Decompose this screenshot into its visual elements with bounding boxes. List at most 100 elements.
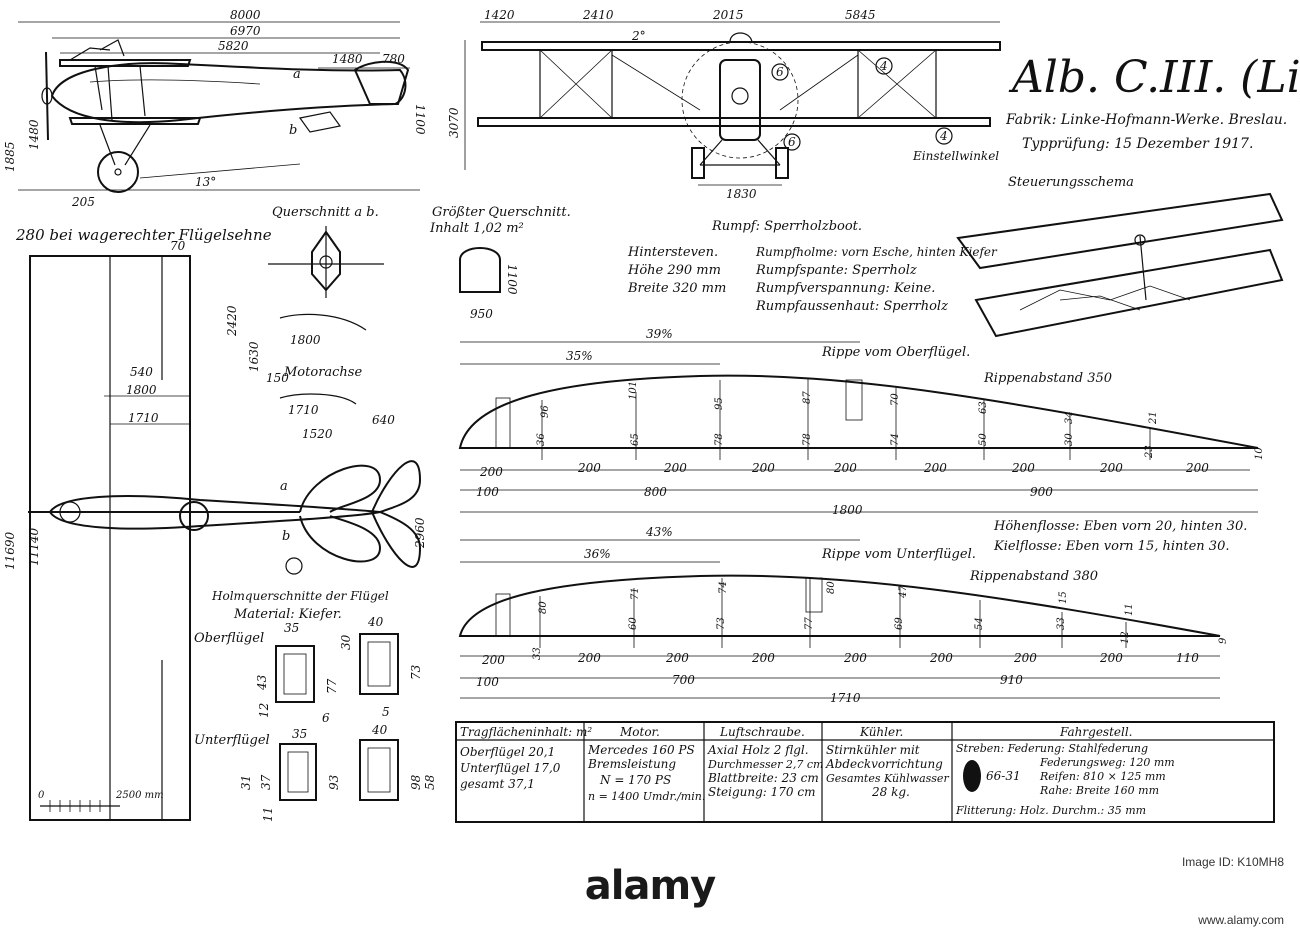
- rib-lo-s9: 110: [1176, 651, 1199, 665]
- motor-3: N = 170 PS: [599, 773, 671, 787]
- rib-up-h-10: 10: [1254, 447, 1265, 460]
- fuselage-specs: Rumpf: Sperrholzboot. Hintersteven. Höhe…: [627, 219, 998, 314]
- rib-upper-wing: 39% 35% Rippe vom Oberflügel. Rippenabst…: [458, 327, 1265, 517]
- callout-4a: 4: [879, 59, 888, 73]
- motorachse-label: Motorachse: [283, 365, 362, 380]
- spar-dim-35: 35: [284, 621, 299, 635]
- cooler-3: Gesamtes Kühlwasser: [826, 772, 949, 785]
- hoehenflosse: Höhenflosse: Eben vorn 20, hinten 30.: [993, 519, 1247, 534]
- area-unter: Unterflügel 17,0: [460, 761, 561, 775]
- scale-0: 0: [38, 790, 45, 801]
- dim-2420: 2420: [225, 305, 239, 337]
- rib-up-h-95: 95: [714, 397, 725, 410]
- rib-up-s9: 200: [1185, 461, 1209, 475]
- scale-2500: 2500 mm: [115, 790, 164, 801]
- title-block: Alb. C.III. (Li). Fabrik: Linke-Hofmann-…: [1005, 52, 1300, 190]
- spar-dim-35-lower: 35: [292, 727, 307, 741]
- hdr-kuehler: Kühler.: [859, 725, 903, 739]
- gear-4: Rahe: Breite 160 mm: [1039, 784, 1159, 797]
- hdr-tragflaechen: Tragflächeninhalt: m²: [460, 725, 592, 739]
- rumpfspante: Rumpfspante: Sperrholz: [755, 263, 917, 278]
- rib-lo-h-69: 69: [894, 617, 905, 630]
- dim-2960: 2960: [413, 517, 427, 549]
- dim-5820: 5820: [218, 39, 249, 53]
- pct-36: 36%: [584, 547, 611, 561]
- dim-1480-b: 1480: [27, 119, 41, 150]
- hdr-fahrgestell: Fahrgestell.: [1059, 725, 1133, 739]
- manufacturer: Fabrik: Linke-Hofmann-Werke. Breslau.: [1005, 112, 1287, 128]
- rib-up-s10: 100: [476, 485, 499, 499]
- rib-lo-h-73: 73: [716, 617, 727, 630]
- dim-1885: 1885: [3, 141, 17, 172]
- breite-320: Breite 320 mm: [627, 281, 726, 296]
- kielflosse: Kielflosse: Eben vorn 15, hinten 30.: [993, 539, 1229, 554]
- rib-up-h-74: 74: [890, 433, 901, 446]
- spar-dim-73: 73: [409, 664, 423, 680]
- rib-lo-total: 1710: [830, 691, 861, 705]
- spar-dim-43: 43: [255, 674, 269, 691]
- dim-2015: 2015: [712, 8, 744, 22]
- prop-2: Durchmesser 2,7 cm: [707, 758, 823, 771]
- dihedral-2deg: 2°: [631, 29, 646, 43]
- strut-profile-icon: [963, 760, 981, 792]
- rib-lower-spacing: Rippenabstand 380: [969, 569, 1098, 584]
- motor-2: Bremsleistung: [587, 757, 676, 771]
- dim-1100: 1100: [413, 104, 427, 135]
- rib-lo-s3: 200: [665, 651, 689, 665]
- front-view: 1420 2410 2015 5845 3070 1830 2°: [447, 8, 1001, 201]
- groesster-querschnitt-label: Größter Querschnitt.: [432, 205, 571, 220]
- rib-lo-100: 100: [476, 675, 499, 689]
- rib-lo-s5: 200: [843, 651, 867, 665]
- rib-up-s1: 200: [479, 465, 503, 479]
- holm-material: Material: Kiefer.: [233, 607, 342, 622]
- rib-upper-title: Rippe vom Oberflügel.: [821, 345, 970, 360]
- dim-1710-plan: 1710: [128, 411, 159, 425]
- dim-1800-plan: 1800: [126, 383, 157, 397]
- spar-dim-12: 12: [257, 703, 271, 718]
- section-b-plan: b: [282, 529, 290, 544]
- dim-2410: 2410: [582, 8, 614, 22]
- strut-label: 66-31: [986, 769, 1021, 783]
- gear-1: Streben: Federung: Stahlfederung: [956, 742, 1148, 755]
- spar-dim-93: 93: [327, 774, 341, 790]
- einstellwinkel-label: Einstellwinkel: [912, 149, 999, 163]
- prop-3: Blattbreite: 23 cm: [707, 771, 819, 785]
- rib-up-h-30: 30: [1064, 433, 1075, 446]
- rib-lo-h-47: 47: [898, 585, 909, 599]
- tail-surfaces-notes: Höhenflosse: Eben vorn 20, hinten 30. Ki…: [993, 519, 1247, 554]
- stock-logo: alamy: [584, 863, 716, 909]
- rib-lo-h-80b: 80: [826, 581, 837, 594]
- dim-6970: 6970: [230, 24, 261, 38]
- dim-205: 205: [71, 195, 95, 209]
- rib-lo-s1: 200: [481, 653, 505, 667]
- rib-up-sub-800: 800: [644, 485, 667, 499]
- dim-640: 640: [372, 413, 395, 427]
- querschnitt-ab-label: Querschnitt a b.: [272, 205, 379, 220]
- gear-2: Federungsweg: 120 mm: [1039, 756, 1175, 769]
- dim-150: 150: [266, 371, 289, 385]
- dim-1800-motor: 1800: [290, 333, 321, 347]
- rib-lower-wing: 43% 36% Rippe vom Unterflügel. Rippenabs…: [458, 525, 1229, 705]
- stock-url: www.alamy.com: [1198, 913, 1284, 927]
- rib-up-h-63: 63: [978, 401, 989, 414]
- rib-lo-s8: 200: [1099, 651, 1123, 665]
- stock-footer: alamy Image ID: K10MH8 www.alamy.com: [0, 843, 1300, 934]
- rib-lo-h-60: 60: [628, 617, 639, 630]
- dim-1630: 1630: [247, 341, 261, 372]
- rib-up-s3: 200: [663, 461, 687, 475]
- rib-up-total: 1800: [832, 503, 863, 517]
- steuerungsschema-label: Steuerungsschema: [1008, 175, 1134, 190]
- pct-43: 43%: [645, 525, 673, 539]
- dim-1420: 1420: [484, 8, 515, 22]
- rib-up-h-96: 96: [540, 405, 551, 418]
- rib-lower-title: Rippe vom Unterflügel.: [821, 547, 976, 562]
- rib-lo-sub-910: 910: [1000, 673, 1023, 687]
- rib-upper-spacing: Rippenabstand 350: [983, 371, 1112, 386]
- cooler-1: Stirnkühler mit: [826, 743, 920, 757]
- rib-lo-s2: 200: [577, 651, 601, 665]
- rib-up-s6: 200: [923, 461, 947, 475]
- gear-5: Flitterung: Holz. Durchm.: 35 mm: [955, 804, 1146, 817]
- callout-4b: 4: [939, 129, 948, 143]
- dim-13deg: 13°: [195, 175, 216, 189]
- rib-up-s7: 200: [1011, 461, 1035, 475]
